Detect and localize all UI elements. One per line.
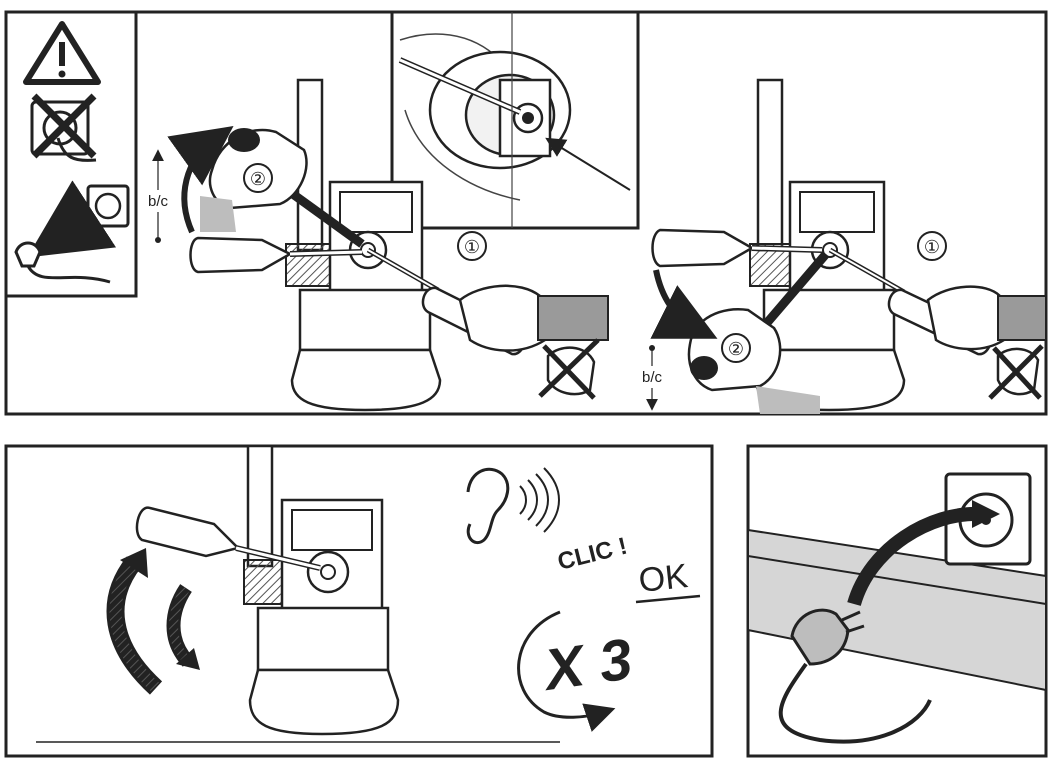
ok-label: OK — [637, 557, 690, 600]
repeat-label: X 3 — [538, 626, 636, 703]
safety-subpanel — [6, 12, 136, 296]
bc-label-down: b/c — [642, 369, 663, 386]
bottom-right-panel — [748, 446, 1046, 756]
bc-label-up: b/c — [148, 193, 169, 210]
step-one-label-right: ① — [924, 237, 940, 257]
top-panel: ② ① b/c — [6, 12, 1046, 414]
step-one-label-left: ① — [464, 237, 480, 257]
step-two-label-right: ② — [728, 339, 744, 359]
unplugged-socket-icon — [32, 96, 96, 160]
no-touch-hand-icon-right — [990, 346, 1042, 398]
zoom-inset — [392, 12, 638, 228]
no-touch-hand-icon — [540, 340, 598, 398]
step-two-label-left: ② — [250, 169, 266, 189]
bottom-left-panel: CLIC ! OK X 3 — [6, 446, 712, 756]
